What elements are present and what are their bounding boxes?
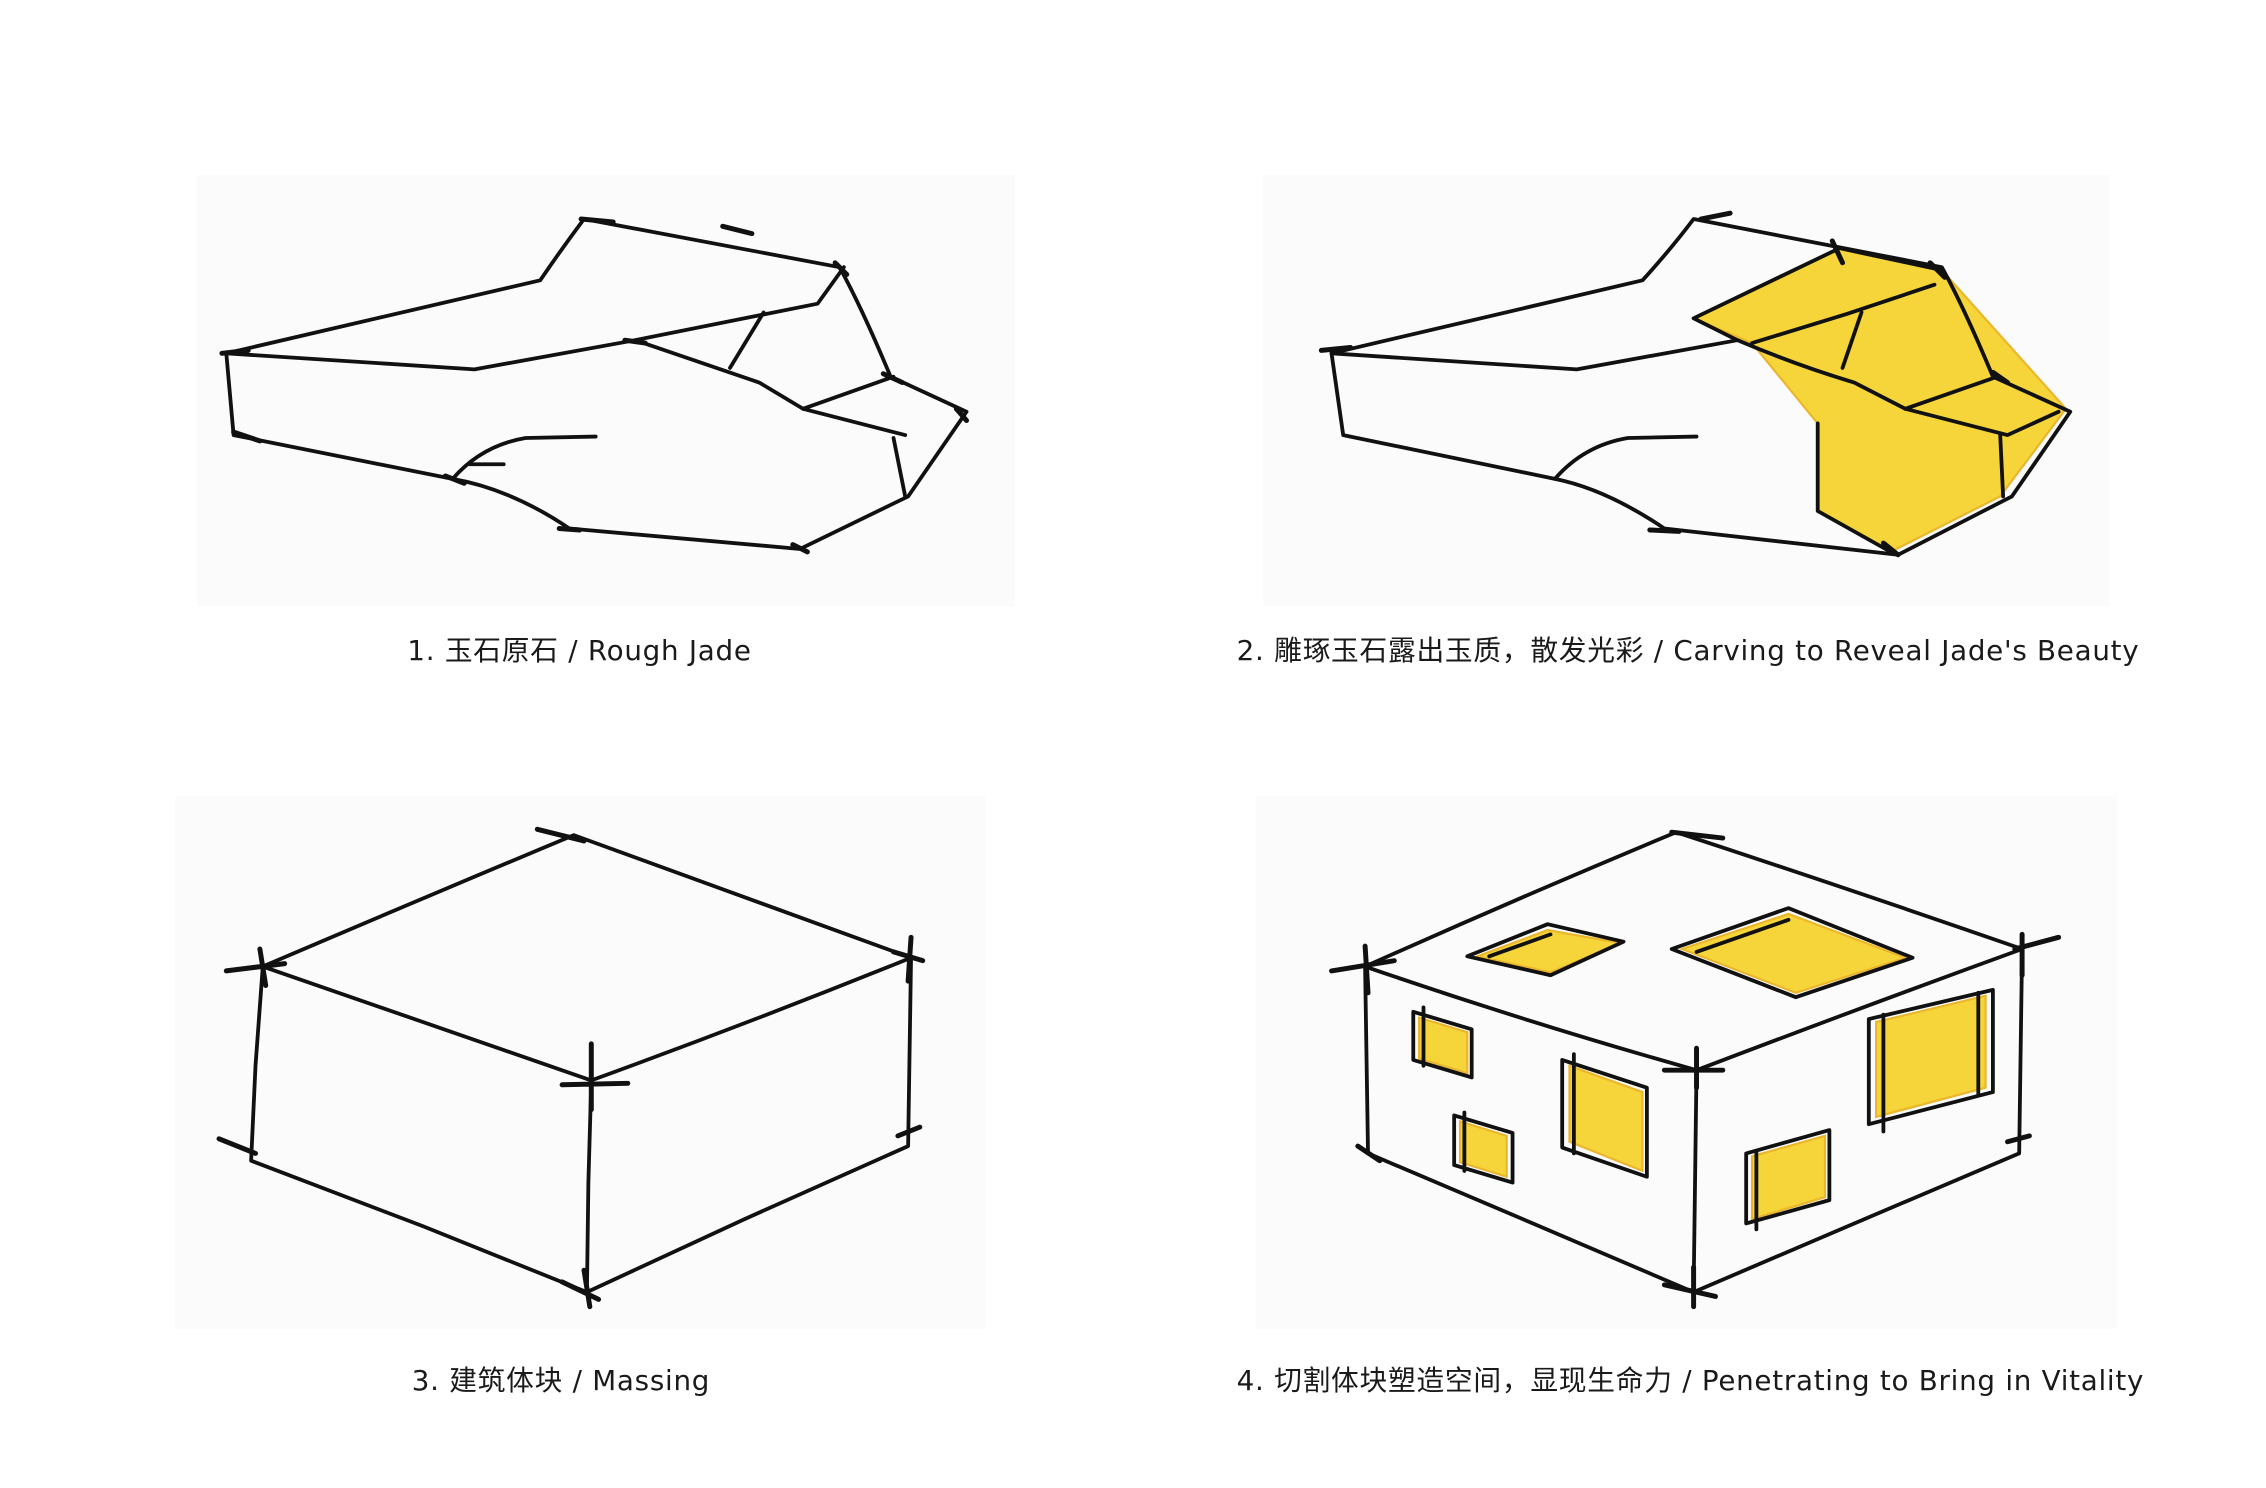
skylight-2 — [1678, 912, 1909, 994]
window-3 — [1568, 1064, 1644, 1173]
caption-carving-jade: 2. 雕琢玉石露出玉质，散发光彩 / Carving to Reveal Jad… — [1236, 635, 2140, 668]
panel-4-bg — [1255, 795, 2117, 1329]
caption-massing: 3. 建筑体块 / Massing — [411, 1365, 711, 1398]
window-1 — [1418, 1016, 1469, 1075]
window-4 — [1875, 994, 1987, 1119]
panel-1-bg — [197, 175, 1015, 606]
rough-jade-sketch — [219, 216, 970, 555]
panel-3-bg — [175, 795, 986, 1329]
caption-rough-jade: 1. 玉石原石 / Rough Jade — [407, 635, 752, 668]
window-2 — [1458, 1119, 1508, 1179]
caption-penetrating: 4. 切割体块塑造空间，显现生命力 / Penetrating to Bring… — [1236, 1365, 2145, 1398]
penetrated-box-sketch — [1329, 829, 2062, 1310]
carved-jade-sketch — [1318, 210, 2073, 558]
window-5 — [1750, 1134, 1827, 1221]
massing-box-sketch — [216, 826, 926, 1310]
